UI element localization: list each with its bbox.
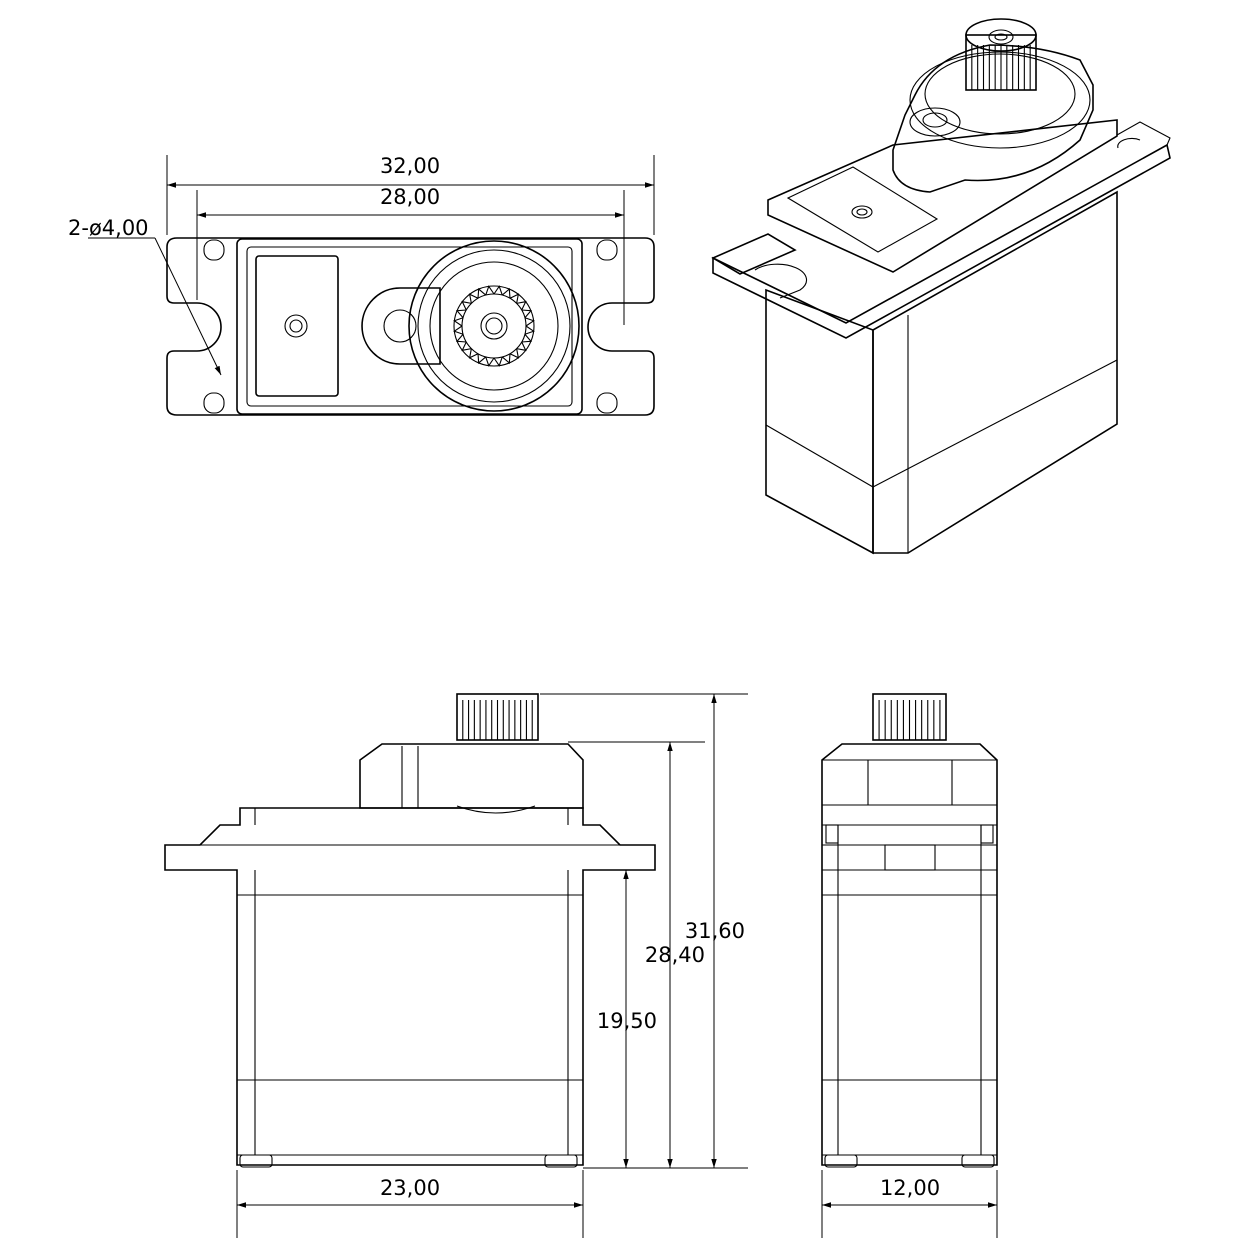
iso-body-right-face [872,190,1118,554]
top-view-case [236,238,583,415]
iso-gear-housing [892,44,1094,193]
top-view-boss [361,287,441,365]
top-view-tab [596,392,618,414]
iso-flange-tab [711,233,797,275]
iso-flange-slot [1117,137,1141,149]
iso-spline-top [965,18,1037,52]
top-view-tab [596,239,618,261]
dim-hole-spacing: 28,00 [380,185,440,209]
iso-gear-housing-top [909,51,1091,149]
dim-side-width: 12,00 [880,1176,940,1200]
iso-spline-bore [994,33,1008,41]
iso-screw [856,208,868,216]
iso-label-plate [786,166,939,253]
dim-hole-diameter: 2-ø4,00 [68,216,149,240]
top-view-screw [289,319,303,333]
front-foot [544,1154,578,1168]
top-view-tab [203,239,225,261]
dim-overall-width: 32,00 [380,154,440,178]
top-view-gear-housing-ring [429,261,559,391]
side-view: 12,00 [821,693,998,1238]
top-view-screw [284,314,308,338]
top-view-tab [203,392,225,414]
iso-spline-bore [988,29,1014,45]
top-view-boss-hole [383,309,417,343]
front-spline-teeth [462,700,533,740]
side-case [821,743,998,1166]
top-view-gear-housing-inner [417,249,571,403]
iso-case-top [767,119,1118,273]
top-view-spline-outer [453,285,535,367]
side-foot [824,1154,858,1168]
top-view-label-plate [255,255,339,397]
dim-height-spline: 31,60 [685,919,745,943]
iso-screw [851,205,873,219]
iso-flange-right [1116,121,1171,146]
top-view-spline-bore [485,317,503,335]
iso-spline-teeth [971,45,1031,90]
top-view-spline-inner [461,293,527,359]
isometric-view [711,18,1171,555]
iso-gear-housing-ring [924,53,1076,135]
iso-flange-slot [754,263,808,299]
iso-boss [909,107,961,137]
iso-flange [712,143,1171,339]
front-case [164,807,656,1166]
top-view: 32,00 28,00 2-ø4,00 [68,154,655,416]
side-flange-center [884,844,936,871]
front-view: 31,60 28,40 19,50 23,00 [164,693,748,1238]
top-view-gear-housing [408,240,580,412]
top-view-flange [166,237,655,416]
front-foot [239,1154,273,1168]
side-tab [980,824,994,844]
front-gear-housing [359,743,584,809]
top-view-spline-teeth [453,285,535,367]
top-view-spline-bore [480,312,508,340]
dim-height-case: 28,40 [645,943,705,967]
front-gear-housing-curve [456,805,536,814]
top-view-case-inner [246,246,573,407]
side-foot [961,1154,995,1168]
side-spline-teeth [878,700,941,740]
side-tab [825,824,839,844]
dim-body-width: 23,00 [380,1176,440,1200]
iso-body-left-face [765,288,874,555]
iso-boss-hole [922,112,948,128]
dim-body-height: 19,50 [597,1009,657,1033]
